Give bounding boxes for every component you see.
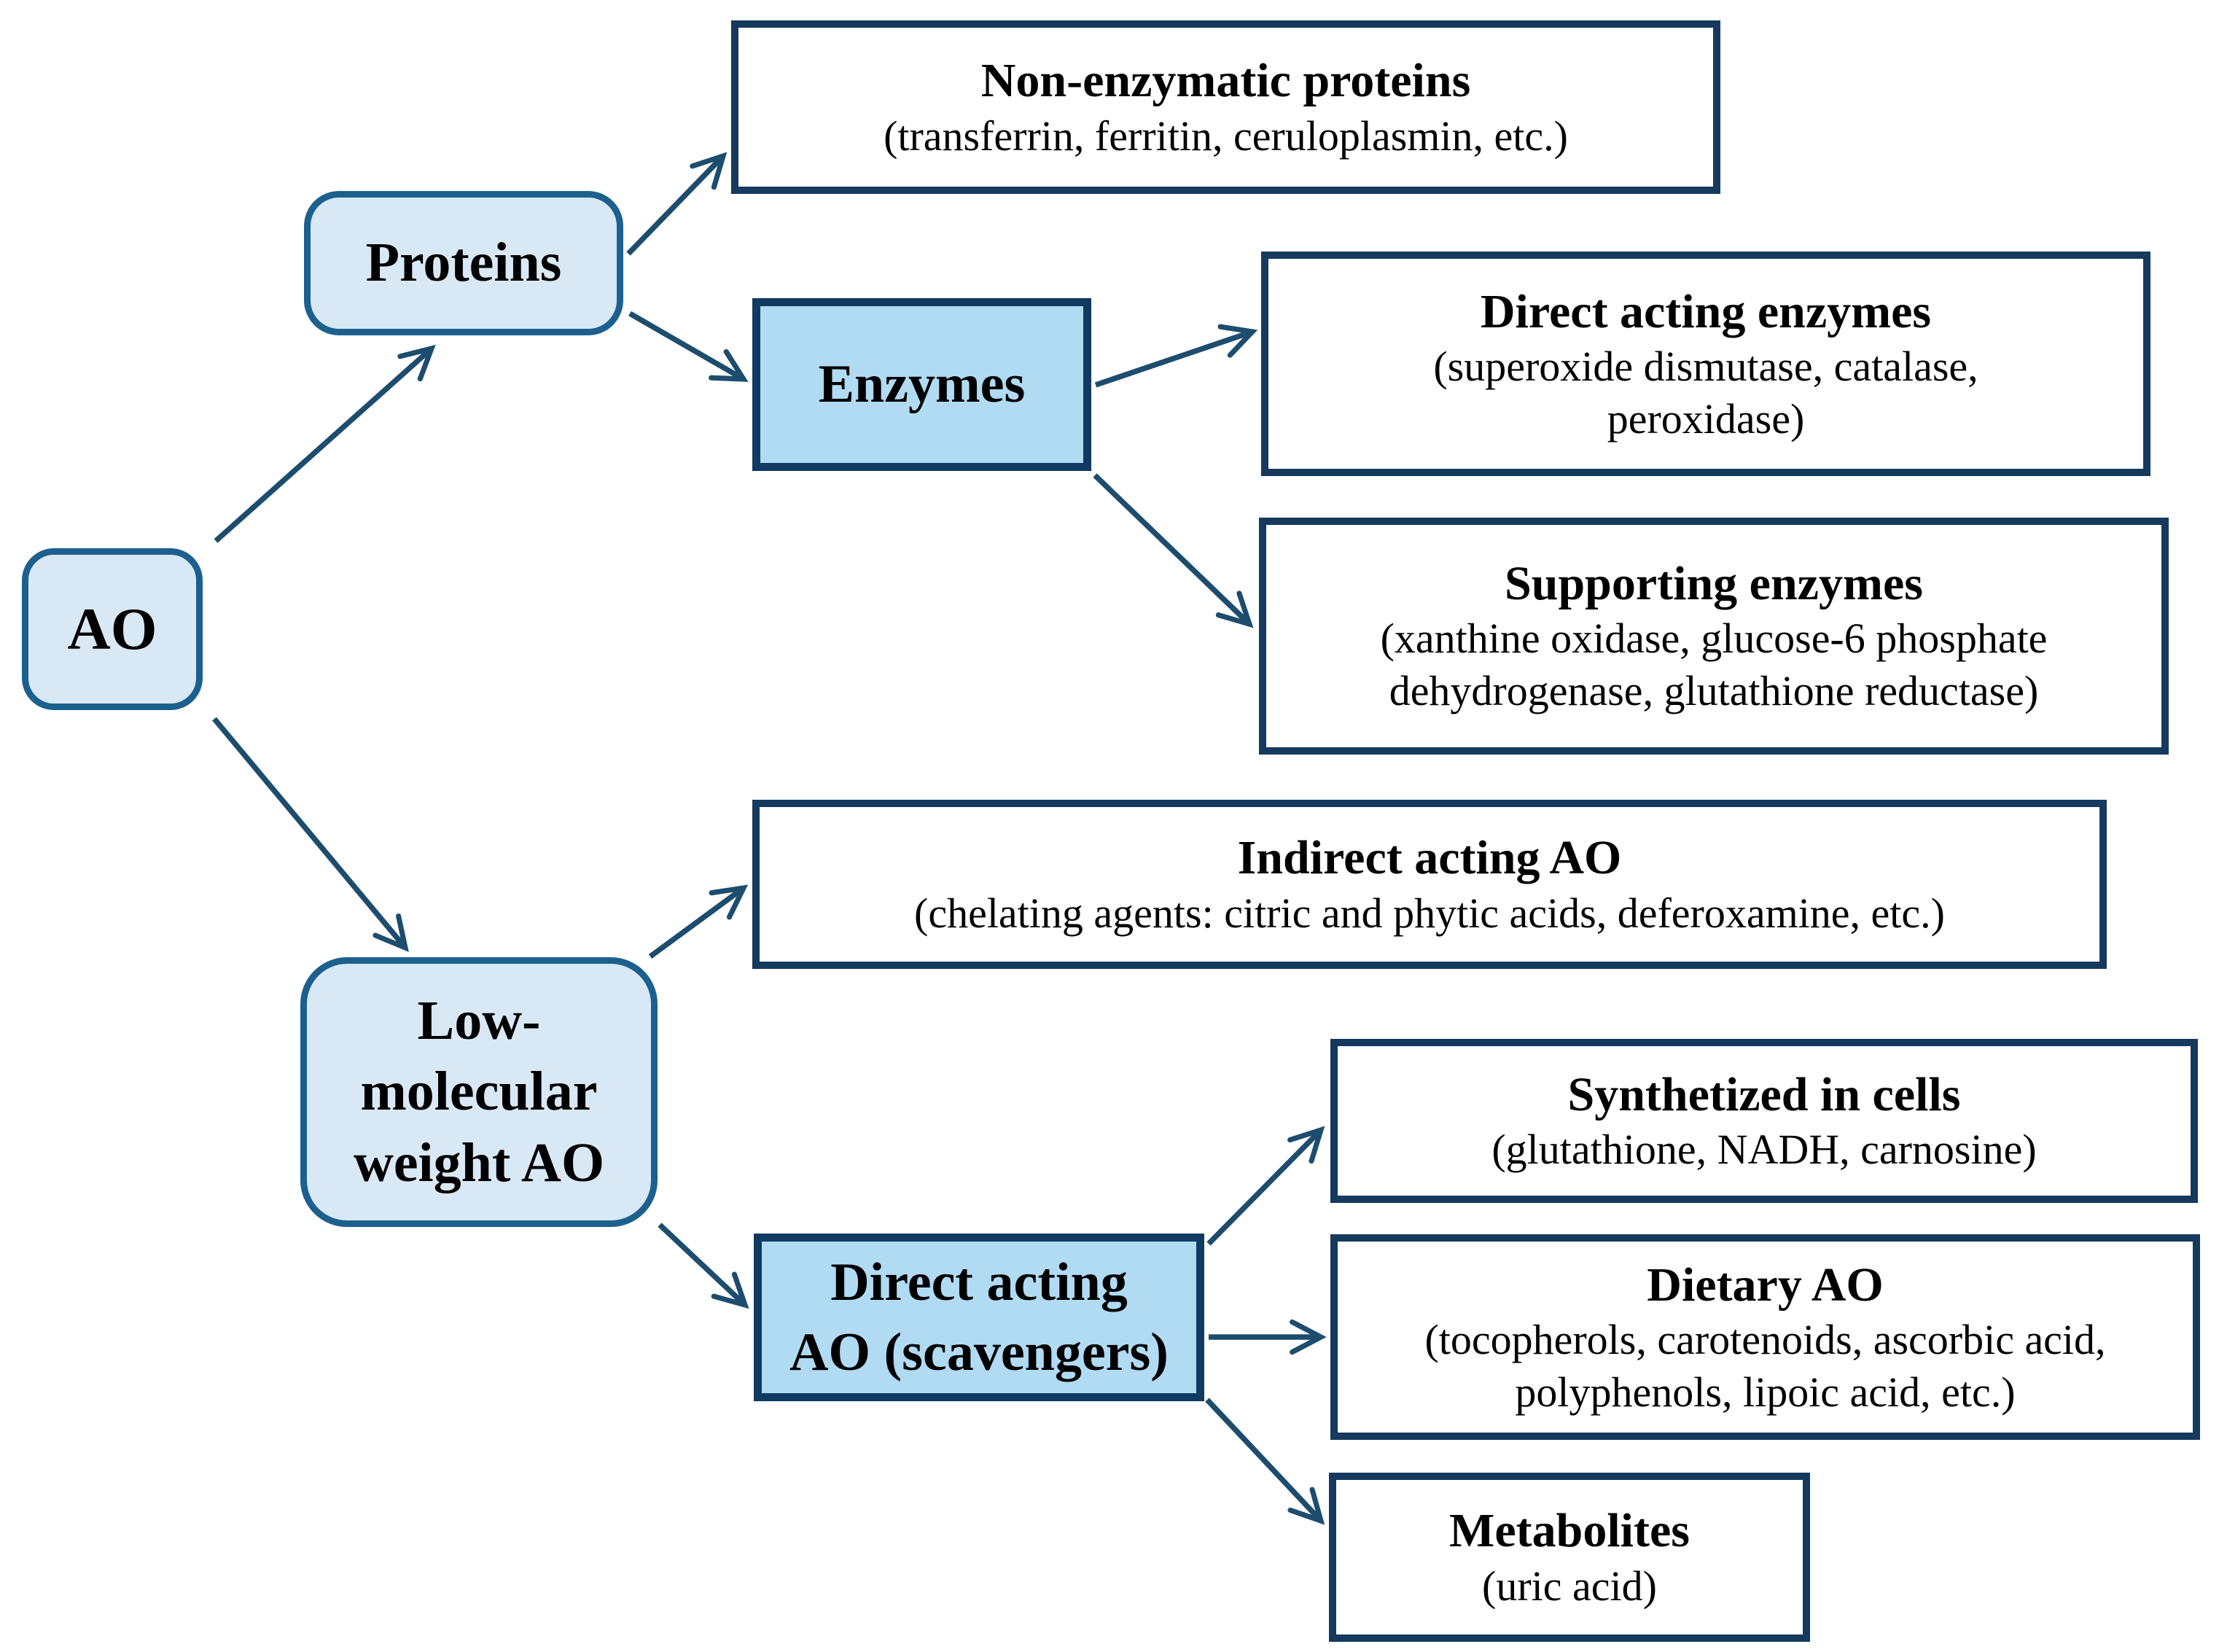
node-metabolites: Metabolites (uric acid) xyxy=(1329,1473,1810,1642)
node-title: Supporting enzymes xyxy=(1505,557,1923,610)
node-subtitle: (xanthine oxidase, glucose-6 phosphate d… xyxy=(1380,615,2048,715)
node-direct-acting-enzymes: Direct acting enzymes (superoxide dismut… xyxy=(1261,252,2150,476)
edge-arrow-proteins-to-enzymes xyxy=(628,311,749,382)
node-title: Non-enzymatic proteins xyxy=(980,54,1471,108)
node-enzymes: Enzymes xyxy=(752,298,1091,471)
node-title: Dietary AO xyxy=(1647,1258,1884,1312)
node-subtitle: (transferrin, ferritin, ceruloplasmin, e… xyxy=(884,112,1568,160)
node-synthetized-in-cells: Synthetized in cells (glutathione, NADH,… xyxy=(1330,1039,2198,1203)
node-indirect-acting-ao: Indirect acting AO (chelating agents: ci… xyxy=(752,800,2107,969)
node-proteins: Proteins xyxy=(304,191,623,335)
node-subtitle: (uric acid) xyxy=(1482,1562,1657,1610)
node-non-enzymatic-proteins: Non-enzymatic proteins (transferrin, fer… xyxy=(731,20,1720,194)
edge-arrow-direct_scavengers-to-metabolites xyxy=(1205,1398,1325,1525)
node-dietary-ao: Dietary AO (tocopherols, carotenoids, as… xyxy=(1330,1234,2200,1440)
node-title: Indirect acting AO xyxy=(1237,831,1622,885)
node-title: Low- molecular weight AO xyxy=(353,990,605,1193)
node-title: Enzymes xyxy=(818,354,1026,415)
node-title: Proteins xyxy=(365,232,562,294)
node-subtitle: (glutathione, NADH, carnosine) xyxy=(1491,1126,2037,1174)
node-title: Metabolites xyxy=(1449,1504,1690,1558)
node-title: Synthetized in cells xyxy=(1567,1067,1961,1121)
node-direct-acting-ao-scavengers: Direct acting AO (scavengers) xyxy=(754,1234,1204,1401)
node-low-molecular-weight-ao: Low- molecular weight AO xyxy=(300,957,658,1227)
edge-arrow-direct_scavengers-to-synthetized xyxy=(1206,1126,1325,1246)
edge-arrow-low_molecular-to-direct_scavengers xyxy=(658,1223,749,1309)
node-supporting-enzymes: Supporting enzymes (xanthine oxidase, gl… xyxy=(1259,518,2169,755)
node-ao: AO xyxy=(22,548,203,710)
edge-arrow-ao-to-proteins xyxy=(214,344,436,543)
node-subtitle: (chelating agents: citric and phytic aci… xyxy=(914,889,1945,937)
node-title: Direct acting enzymes xyxy=(1480,284,1932,338)
edge-arrow-proteins-to-non_enzymatic xyxy=(626,152,728,256)
node-title: AO xyxy=(67,595,157,662)
node-subtitle: (superoxide dismutase, catalase, peroxid… xyxy=(1433,342,1978,443)
edge-arrow-enzymes-to-direct_enzymes xyxy=(1094,324,1258,388)
edge-arrow-enzymes-to-supporting_enzymes xyxy=(1093,473,1254,628)
node-title: Direct acting AO (scavengers) xyxy=(789,1252,1169,1382)
node-subtitle: (tocopherols, carotenoids, ascorbic acid… xyxy=(1424,1315,2106,1416)
edge-arrow-low_molecular-to-indirect_ao xyxy=(648,884,749,959)
edge-arrow-ao-to-low_molecular xyxy=(212,717,409,952)
